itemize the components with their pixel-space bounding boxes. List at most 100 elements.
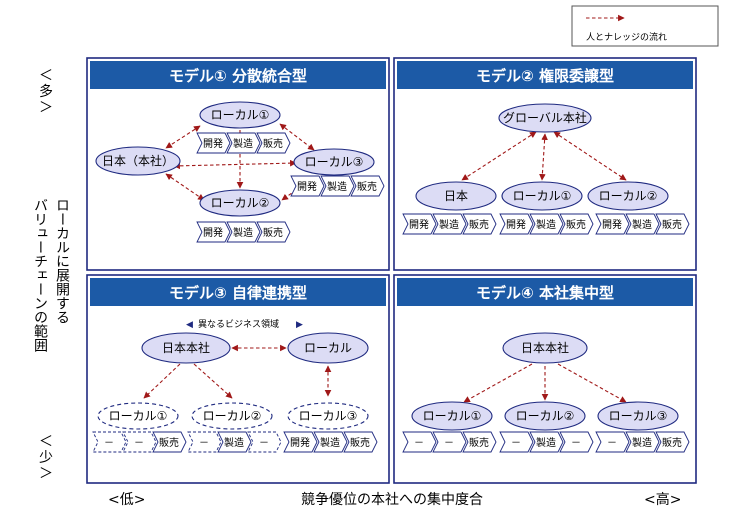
m1-local1-chain-step-3 (256, 132, 291, 154)
m2-node-local2 (587, 181, 669, 211)
m2-local1-chain-step-3 (559, 213, 594, 235)
m1-local2-chain-step-1 (196, 221, 231, 243)
m3-node-local2 (191, 402, 273, 430)
m3-node-local-label: ローカル (304, 341, 352, 355)
m3-node-local1 (97, 402, 179, 430)
m4-node-hq-label: 日本本社 (521, 340, 569, 355)
m1-node-local1-label: ローカル① (211, 108, 270, 122)
y-axis-label-line2: バリューチェーンの範囲 (32, 198, 48, 352)
m4-local3-chain-step-3 (655, 431, 690, 453)
m1-local2-chain-step-3 (256, 221, 291, 243)
m4-local1-chain-step-3-label: 販売 (469, 436, 489, 449)
m2-local1-chain-step-2 (529, 213, 564, 235)
model-2-header (397, 61, 693, 89)
m3-local2-chain-step-1-label: － (199, 438, 209, 449)
m1-node-local1 (199, 101, 281, 129)
m2-local2-chain-step-2 (625, 213, 660, 235)
m3-local3-chain-step-3-label: 販売 (350, 436, 370, 449)
x-high-label: <高> (644, 491, 681, 508)
m3-node-local1-label: ローカル① (109, 409, 168, 423)
m3-local1-chain-step-1-label: － (104, 438, 114, 449)
m2-node-japan (415, 181, 497, 211)
m1-local2-chain-step-1-label: 開発 (203, 226, 223, 239)
m4-local1-chain-step-1 (402, 431, 437, 453)
m3-local2-chain-step-2-label: 製造 (224, 436, 244, 449)
m1-node-hq-label: 日本（本社） (102, 153, 174, 168)
m2-local2-chain-step-1-label: 開発 (602, 218, 622, 231)
model-3-note-label: 異なるビジネス領域 (198, 318, 279, 330)
m2-node-local1 (501, 181, 583, 211)
x-axis-label: 競争優位の本社への集中度合 (301, 491, 483, 508)
m1-local3-chain-step-2 (320, 175, 355, 197)
m4-local2-chain-step-2 (529, 431, 564, 453)
m2-japan-chain-step-2 (432, 213, 467, 235)
m1-node-hq (95, 146, 181, 176)
m3-local2-chain-step-3 (247, 431, 282, 453)
y-high-label: ＜多＞ (39, 68, 53, 116)
m2-local1-chain-step-1 (499, 213, 534, 235)
m2-japan-chain-step-1-label: 開発 (409, 218, 429, 231)
model-2-title: モデル② 権限委譲型 (476, 67, 614, 85)
m3-local1-chain-step-3 (152, 431, 187, 453)
m4-local2-chain-step-2-label: 製造 (536, 436, 556, 449)
m1-local3-chain-step-2-label: 製造 (327, 180, 347, 193)
m4-local3-chain-step-2 (625, 431, 660, 453)
m3-node-hq (141, 332, 231, 364)
m4-local2-chain-step-1-label: － (511, 438, 521, 449)
note-left-arrow: ◀ (186, 320, 193, 330)
m3-local3-chain-step-2-label: 製造 (320, 436, 340, 449)
m3-local1-chain-step-2 (122, 431, 157, 453)
m3-node-local (287, 332, 369, 364)
model-3-note: ◀ 異なるビジネス領域 ▶ (186, 318, 303, 330)
m3-local3-chain-step-3 (343, 431, 378, 453)
m2-local2-chain-step-3-label: 販売 (662, 218, 682, 231)
model-3-arrows (143, 344, 332, 399)
m2-japan-chain-step-3-label: 販売 (469, 218, 489, 231)
m2-node-local1-label: ローカル① (513, 189, 572, 203)
x-low-label: <低> (108, 492, 145, 508)
m1-node-local2 (199, 189, 281, 217)
m4-local1-chain-step-2 (432, 431, 467, 453)
m2-node-global-label: グローバル本社 (503, 110, 587, 125)
m3-local3-chain-step-1-label: 開発 (290, 436, 310, 449)
m2-node-global (498, 103, 592, 133)
m1-local1-chain-step-3-label: 販売 (263, 137, 283, 150)
m1-local1-chain-step-2-label: 製造 (233, 137, 253, 150)
m2-local2-chain-step-3 (655, 213, 690, 235)
model-1-title: モデル① 分散統合型 (169, 67, 307, 85)
model-2-arrows (461, 131, 627, 181)
m2-node-local2-label: ローカル② (599, 189, 658, 203)
model-4-arrows (463, 363, 627, 403)
m1-local2-chain-step-2-label: 製造 (233, 226, 253, 239)
y-axis: ＜多＞ ローカルに展開する バリューチェーンの範囲 ＜少＞ (32, 68, 70, 482)
m2-japan-chain-step-2-label: 製造 (439, 218, 459, 231)
m4-local2-chain-step-3-label: － (571, 438, 581, 449)
m4-local1-chain-step-3 (462, 431, 497, 453)
m4-local3-chain-step-1 (595, 431, 630, 453)
model-3-header (90, 278, 386, 306)
m2-local1-chain-step-3-label: 販売 (566, 218, 586, 231)
m1-local2-chain-step-3-label: 販売 (263, 226, 283, 239)
m4-local3-chain-step-1-label: － (607, 438, 617, 449)
m4-node-local2-label: ローカル② (516, 409, 575, 423)
m3-node-local2-label: ローカル② (203, 409, 262, 423)
y-low-label: ＜少＞ (39, 434, 53, 482)
m3-node-local3-label: ローカル③ (299, 409, 358, 423)
m1-local3-chain-step-1 (290, 175, 325, 197)
m2-local1-chain-step-1-label: 開発 (506, 218, 526, 231)
m3-local2-chain-step-3-label: － (259, 438, 269, 449)
m4-node-local3 (597, 401, 679, 431)
m4-local2-chain-step-3 (559, 431, 594, 453)
m2-node-japan-label: 日本 (444, 189, 468, 203)
m3-local1-chain-step-3-label: 販売 (159, 436, 179, 449)
m3-node-local3 (287, 402, 369, 430)
m1-local1-chain-step-1 (196, 132, 231, 154)
m4-local1-chain-step-1-label: － (414, 438, 424, 449)
m1-local3-chain-step-3-label: 販売 (357, 180, 377, 193)
m3-local1-chain-step-1 (92, 431, 127, 453)
x-axis: <低> 競争優位の本社への集中度合 <高> (108, 491, 681, 508)
m2-local1-chain-step-2-label: 製造 (536, 218, 556, 231)
m1-node-local2-label: ローカル② (211, 196, 270, 210)
m2-local2-chain-step-1 (595, 213, 630, 235)
